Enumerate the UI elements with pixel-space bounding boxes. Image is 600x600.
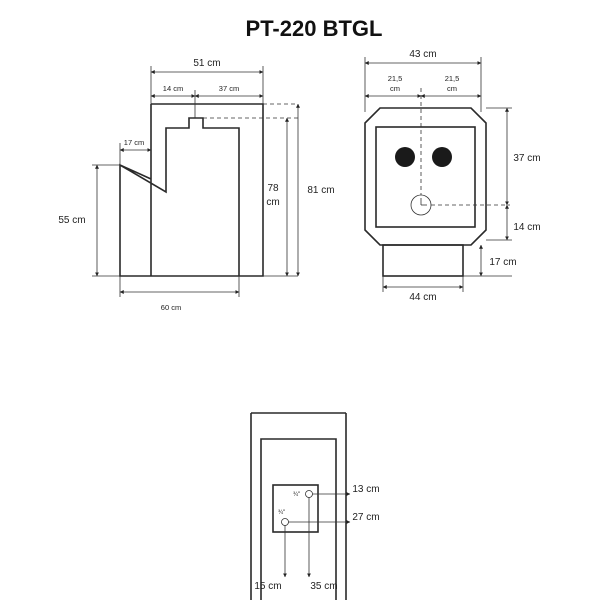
dim-half-left: 21,5: [388, 74, 403, 83]
rear-view: ¾" ¾" 13 cm 27 cm 15 cm 35 cm: [250, 412, 380, 600]
dim-width-right: 37 cm: [219, 84, 239, 93]
drawing-title: PT-220 BTGL: [246, 16, 383, 41]
dim-front-lower: 14 cm: [513, 222, 540, 233]
dim-height-inner-unit: cm: [266, 197, 279, 208]
rear-inner-panel: [260, 438, 337, 600]
dim-lower-port: 27 cm: [352, 512, 379, 523]
clock-icon: [410, 194, 432, 216]
left-hole: [395, 147, 415, 167]
dim-height-inner: 78: [267, 183, 279, 194]
dim-stand-height: 17 cm: [489, 257, 516, 268]
dim-height-total: 81 cm: [307, 185, 334, 196]
rear-outline: [250, 412, 347, 600]
front-stand: [382, 244, 464, 277]
dim-right-offset: 35 cm: [310, 581, 337, 592]
dim-side-height: 55 cm: [58, 215, 85, 226]
dim-base: 60 cm: [161, 303, 181, 312]
lower-port-label: ¾": [278, 510, 285, 516]
dim-half-right: 21,5: [445, 74, 460, 83]
upper-port: [305, 490, 313, 498]
dim-half-left-unit: cm: [390, 84, 400, 93]
connection-plate: [272, 484, 319, 533]
dim-width-total: 51 cm: [193, 58, 220, 69]
dim-stand-width: 44 cm: [409, 292, 436, 303]
side-view: 51 cm 14 cm 37 cm 17 cm 55 cm 60 cm 78 c…: [58, 58, 334, 312]
upper-port-label: ¾": [293, 492, 300, 498]
dim-left-offset: 15 cm: [254, 581, 281, 592]
dim-width-left: 14 cm: [163, 84, 183, 93]
front-outline: [364, 107, 487, 246]
lower-port: [281, 518, 289, 526]
dim-chute: 17 cm: [124, 138, 144, 147]
dim-front-upper: 37 cm: [513, 153, 540, 164]
front-view: 43 cm 21,5 cm 21,5 cm 37 cm 14 cm 17 cm …: [364, 49, 541, 303]
right-hole: [432, 147, 452, 167]
side-outline: [119, 103, 264, 277]
front-door: [375, 126, 476, 228]
dim-upper-port: 13 cm: [352, 484, 379, 495]
dim-front-width: 43 cm: [409, 49, 436, 60]
dim-half-right-unit: cm: [447, 84, 457, 93]
